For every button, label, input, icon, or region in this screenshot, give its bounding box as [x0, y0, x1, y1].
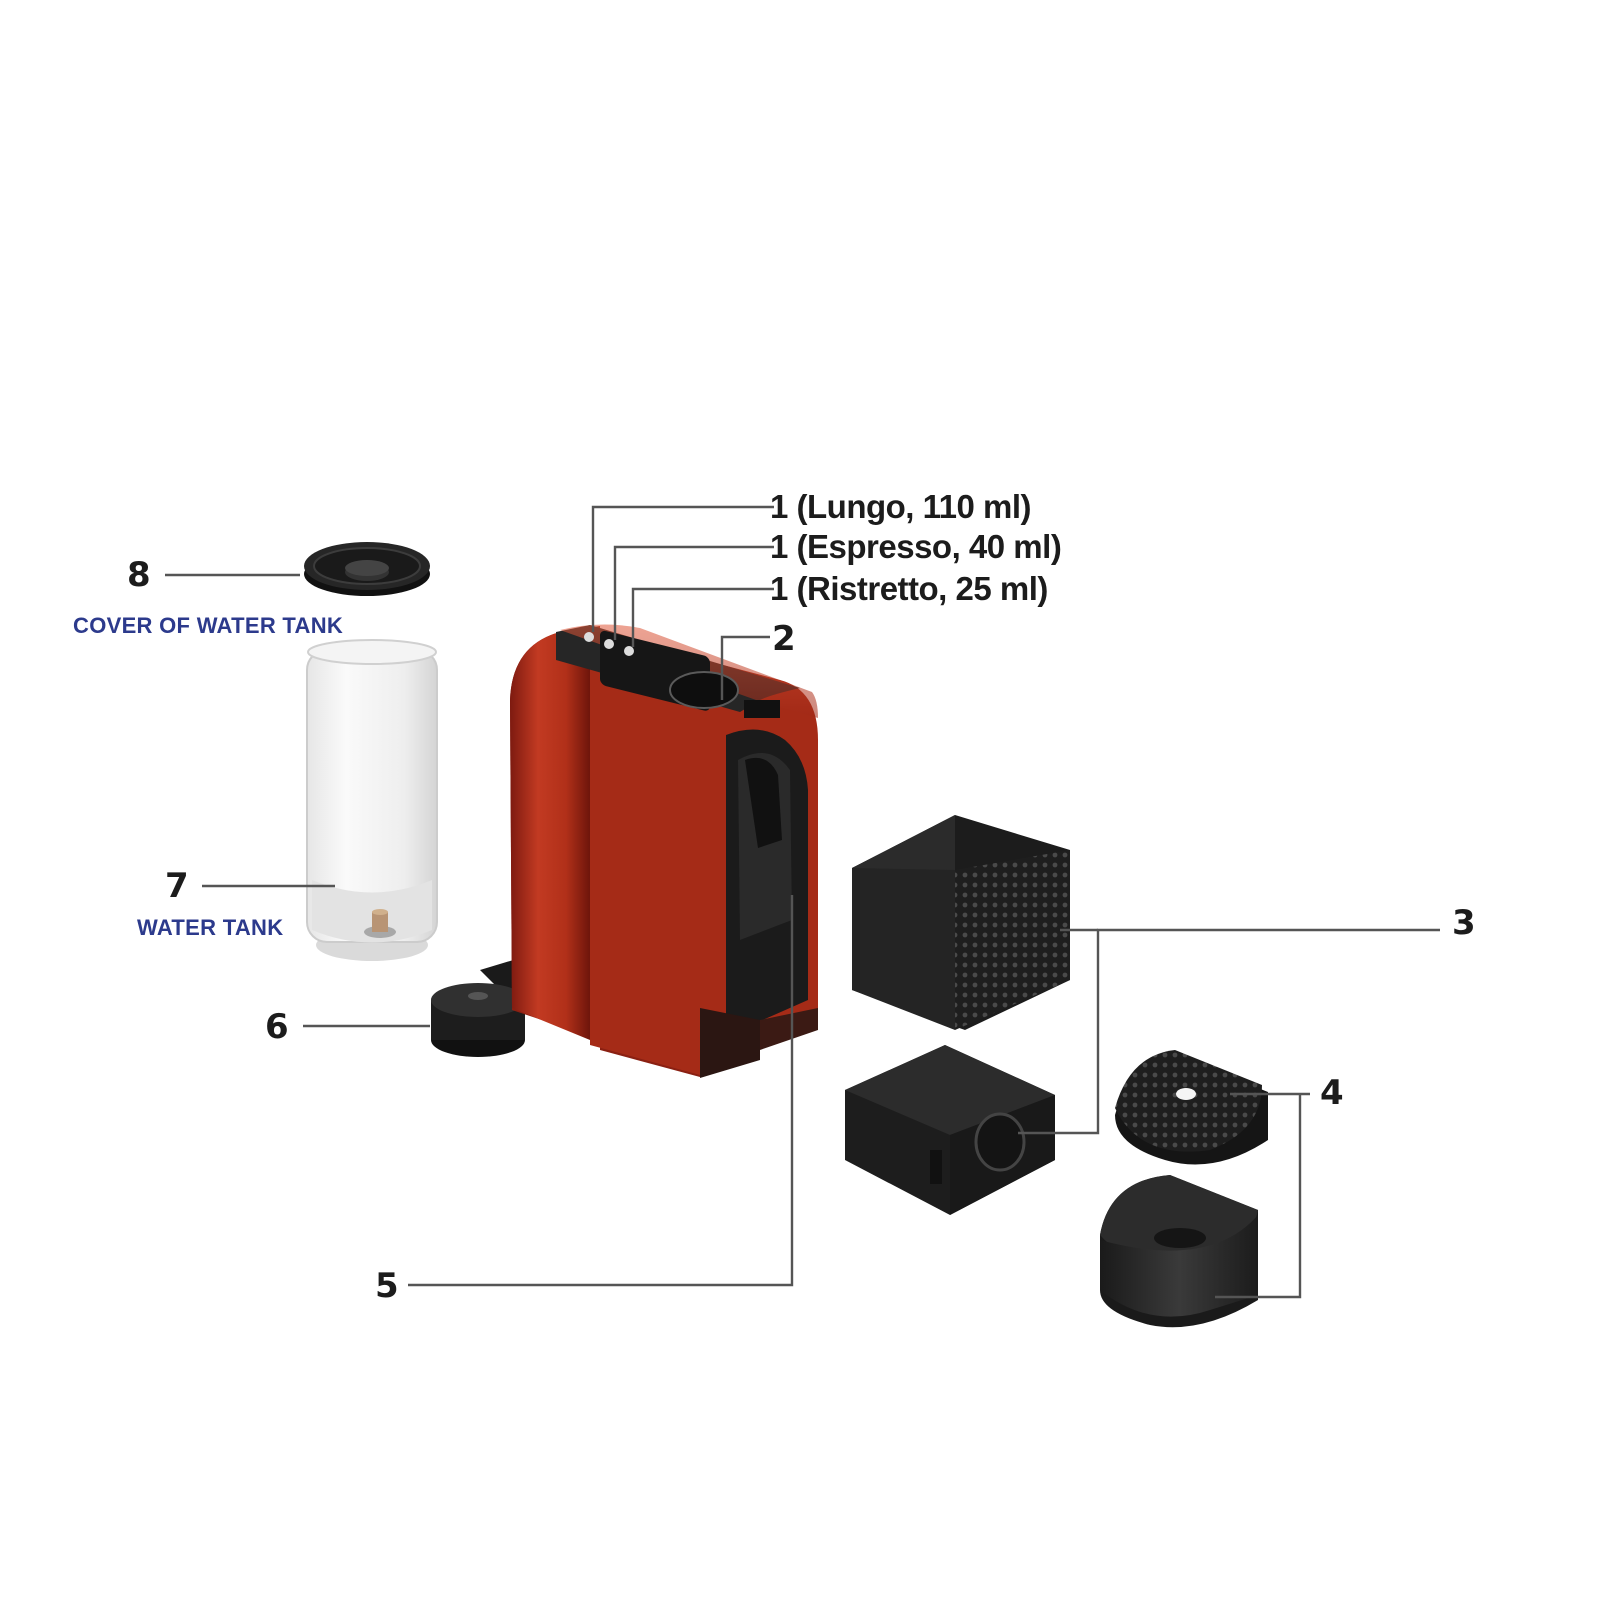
leader-2 — [720, 635, 770, 700]
leader-4-lower — [1215, 1094, 1302, 1299]
label-lungo: 1 (Lungo, 110 ml) — [770, 488, 1031, 525]
caption-water-tank-cover: COVER OF WATER TANK — [73, 613, 343, 638]
callout-6: 6 — [265, 1007, 289, 1047]
capsule-container — [845, 815, 1070, 1215]
water-tank — [306, 639, 438, 961]
espresso-machine-body — [510, 624, 818, 1078]
callout-7: 7 — [165, 866, 189, 906]
labels: 1 (Lungo, 110 ml) 1 (Espresso, 40 ml) 1 … — [73, 488, 1476, 1306]
leader-lines — [165, 505, 1440, 1299]
label-ristretto: 1 (Ristretto, 25 ml) — [770, 570, 1048, 607]
callout-4: 4 — [1320, 1073, 1344, 1113]
water-tank-cover — [304, 542, 430, 596]
leader-espresso — [613, 545, 774, 640]
caption-water-tank: WATER TANK — [137, 915, 283, 940]
callout-2: 2 — [772, 619, 796, 659]
callout-8: 8 — [127, 555, 151, 595]
drip-tray — [1100, 1050, 1268, 1328]
callout-5: 5 — [375, 1266, 399, 1306]
label-espresso: 1 (Espresso, 40 ml) — [770, 528, 1061, 565]
leader-3 — [1018, 928, 1440, 1135]
leader-ristretto — [631, 587, 774, 647]
leader-5 — [408, 895, 794, 1287]
callout-3: 3 — [1452, 903, 1476, 943]
leader-lungo — [591, 505, 774, 632]
